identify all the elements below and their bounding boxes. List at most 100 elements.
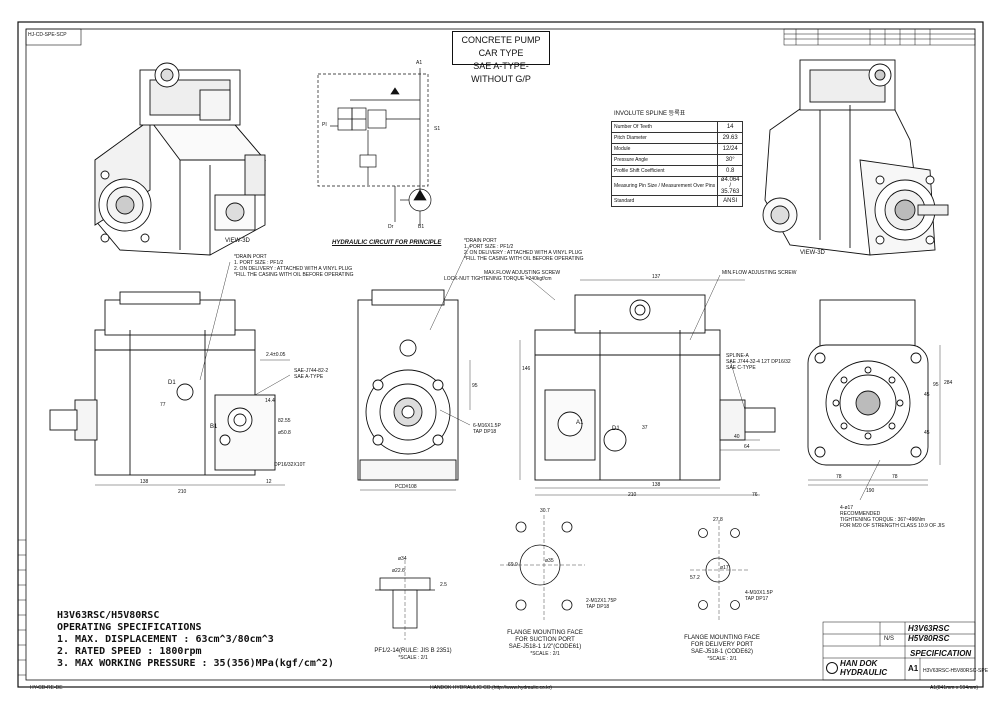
inner-frame [25,28,976,681]
footer-right: A1(841mm x 594mm) [930,685,979,691]
dimension-lines [95,279,941,496]
dim-label: 210 [178,489,187,495]
spec-line-3: 3. MAX WORKING PRESSURE : 35(356)MPa(kgf… [57,658,334,669]
view3d-right-label: VIEW-3D [800,250,825,256]
footer-center: HANDOK HYDRAULIC CO.(http://www.hydrauli… [430,685,552,691]
port-detail-caption: PF1/2-14(RULE: JIS B 2351) *SCALE : 2/1 [374,648,452,661]
dim-label: ø22.6 [392,568,405,574]
dim-label: 37 [642,425,648,431]
dim-label: 77 [160,402,166,408]
circuit-label-dr: Dr [388,224,394,230]
front-view [357,289,459,481]
dim-label: 95 [472,383,478,389]
port-letter: D1 [612,426,620,432]
circuit-label-b1: B1 [418,224,425,230]
specs-heading: OPERATING SPECIFICATIONS [57,622,202,633]
dim-label: 82.55 [278,418,291,424]
dim-label: 2.4±0.05 [266,352,286,358]
dim-label: PCD#108 [395,484,417,490]
pump-3d-right [762,59,949,256]
flange-suction-face [500,515,585,620]
title-line1: CONCRETE PUMP CAR TYPE [461,35,541,58]
dim-label: 284 [944,380,953,386]
drawing-title-box: CONCRETE PUMP CAR TYPE SAE A-TYPE-WITHOU… [452,31,550,84]
side-scale [18,539,26,676]
dim-label: 2.5 [440,582,447,588]
dim-label: 76 [752,492,758,498]
min-flow-note: MIN.FLOW ADJUSTING SCREW [722,270,797,276]
circuit-label-pi: PI [322,122,327,128]
dim-label: ø50.8 [278,430,291,436]
side-view-right [534,294,776,481]
dim-label: 12 [266,479,272,485]
dim-label: 45 [924,392,930,398]
dim-label: 64 [744,444,750,450]
leader-lines [199,244,881,501]
port-letter: A1 [576,420,584,426]
pump-3d-left [94,62,266,256]
rear-view [807,299,929,466]
table-row: Measuring Pin Size / Measurement Over Pi… [610,176,744,196]
dim-label: 45 [924,430,930,436]
flange-delivery-face [690,520,750,620]
model-line: H3V63RSC/H5V80RSC [57,610,160,621]
dim-label: 69.9 [508,562,518,568]
max-flow-note: MAX.FLOW ADJUSTING SCREW [484,270,561,276]
dim-label: 78 [892,474,898,480]
title-block-grid [822,621,976,681]
port-letter: B1 [210,424,218,430]
dim-label: ø34 [398,556,407,562]
dim-label: 14.4 [265,398,275,404]
dim-label: 138 [140,479,149,485]
title-block-doc: SPECIFICATION [910,649,972,658]
title-block-code: H3V63RSC-H5V80RSC-SPE [923,668,989,674]
view3d-left-label: VIEW-3D [225,238,250,244]
operating-specs: H3V63RSC/H5V80RSC OPERATING SPECIFICATIO… [57,610,334,670]
dim-label: 210 [628,492,637,498]
dim-label: 40 [734,434,740,440]
dim-label: 57.2 [690,575,700,581]
dim-label: DP16/32X10T [274,462,306,468]
dim-label: 138 [652,482,661,488]
dim-label: 27.8 [713,517,723,523]
company-logo-icon [826,662,838,674]
title-line2: SAE A-TYPE-WITHOUT G/P [471,61,531,84]
circuit-label-s1: S1 [434,126,441,132]
title-block-scale: N/S [884,636,895,642]
spec-line-1: 1. MAX. DISPLACEMENT : 63cm^3/80cm^3 [57,634,274,645]
dim-label: 190 [866,488,875,494]
dim-label: ø35 [545,558,554,564]
spline-table-title: INVOLUTE SPLINE 등록표 [614,111,686,117]
dim-label: 78 [836,474,842,480]
dim-label: 146 [522,366,531,372]
dim-label: 95 [933,382,939,388]
hydraulic-circuit [317,68,432,225]
title-block-size: A1 [908,664,919,673]
dim-label: 137 [652,274,661,280]
dim-label: ø17 [720,565,729,571]
port-detail-section [375,560,435,640]
lock-nut-note: LOCK-NUT TIGHTENING TORQUE =240kgf/cm [444,276,552,282]
outer-frame [17,21,984,688]
hydraulic-circuit-label: HYDRAULIC CIRCUIT FOR PRINCIPLE [332,240,442,246]
